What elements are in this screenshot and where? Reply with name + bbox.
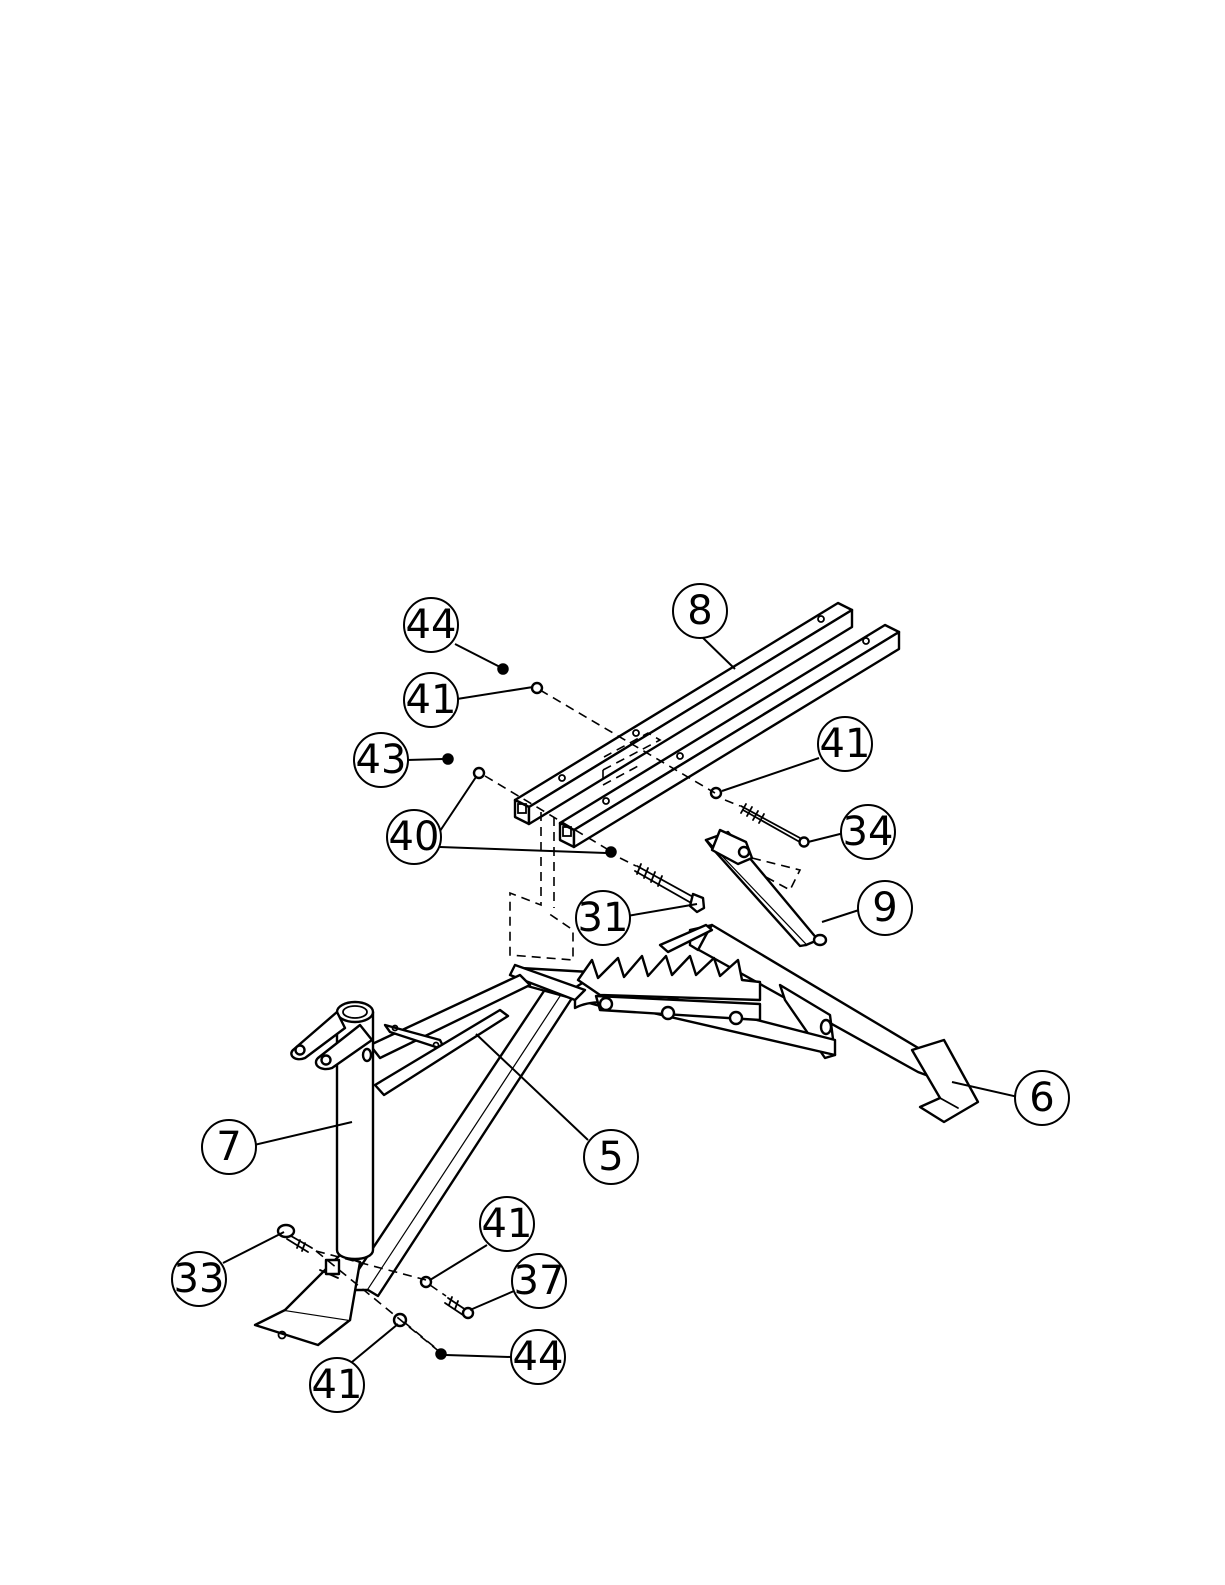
callout-41-right-label: 41 bbox=[820, 721, 871, 767]
callout-43-label: 43 bbox=[356, 737, 407, 783]
washer-40-upper bbox=[474, 768, 484, 778]
callout-41-top-label: 41 bbox=[406, 677, 457, 723]
callout-41-right: 41 bbox=[818, 717, 872, 771]
callout-44-top-label: 44 bbox=[406, 602, 457, 648]
callout-5: 5 bbox=[584, 1130, 638, 1184]
callout-34: 34 bbox=[841, 805, 895, 859]
callout-6: 6 bbox=[1015, 1071, 1069, 1125]
callout-44-bottom-label: 44 bbox=[513, 1334, 564, 1380]
callout-41-lower: 41 bbox=[480, 1197, 534, 1251]
callout-41-bottom: 41 bbox=[310, 1358, 364, 1412]
callout-37: 37 bbox=[512, 1254, 566, 1308]
nut-44-top bbox=[498, 664, 508, 674]
bolt-34 bbox=[741, 804, 809, 847]
callout-33: 33 bbox=[172, 1252, 226, 1306]
callout-41-top: 41 bbox=[404, 673, 458, 727]
washer-41-top bbox=[532, 683, 542, 693]
bolt-37 bbox=[445, 1297, 473, 1318]
callout-9: 9 bbox=[858, 881, 912, 935]
callout-40-label: 40 bbox=[389, 814, 440, 860]
callout-5-label: 5 bbox=[598, 1134, 623, 1180]
callout-6-label: 6 bbox=[1029, 1075, 1054, 1121]
callout-8: 8 bbox=[673, 584, 727, 638]
callout-31: 31 bbox=[576, 891, 630, 945]
callout-9-label: 9 bbox=[872, 885, 897, 931]
callout-8-label: 8 bbox=[687, 588, 712, 634]
callout-44-top: 44 bbox=[404, 598, 458, 652]
callout-43: 43 bbox=[354, 733, 408, 787]
callout-41-bottom-label: 41 bbox=[312, 1362, 363, 1408]
callout-44-bottom: 44 bbox=[511, 1330, 565, 1384]
callout-34-label: 34 bbox=[843, 809, 894, 855]
callout-40: 40 bbox=[387, 810, 441, 864]
part-7-upright-tube bbox=[291, 1002, 373, 1274]
part-9-strut bbox=[706, 830, 826, 946]
nut-43 bbox=[443, 754, 453, 764]
callout-41-lower-label: 41 bbox=[482, 1201, 533, 1247]
bolt-33 bbox=[278, 1225, 312, 1252]
callout-33-label: 33 bbox=[174, 1256, 225, 1302]
callout-7: 7 bbox=[202, 1120, 256, 1174]
callout-7-label: 7 bbox=[216, 1124, 241, 1170]
callout-37-label: 37 bbox=[514, 1258, 565, 1304]
washer-41-right bbox=[711, 788, 721, 798]
callout-31-label: 31 bbox=[578, 895, 629, 941]
